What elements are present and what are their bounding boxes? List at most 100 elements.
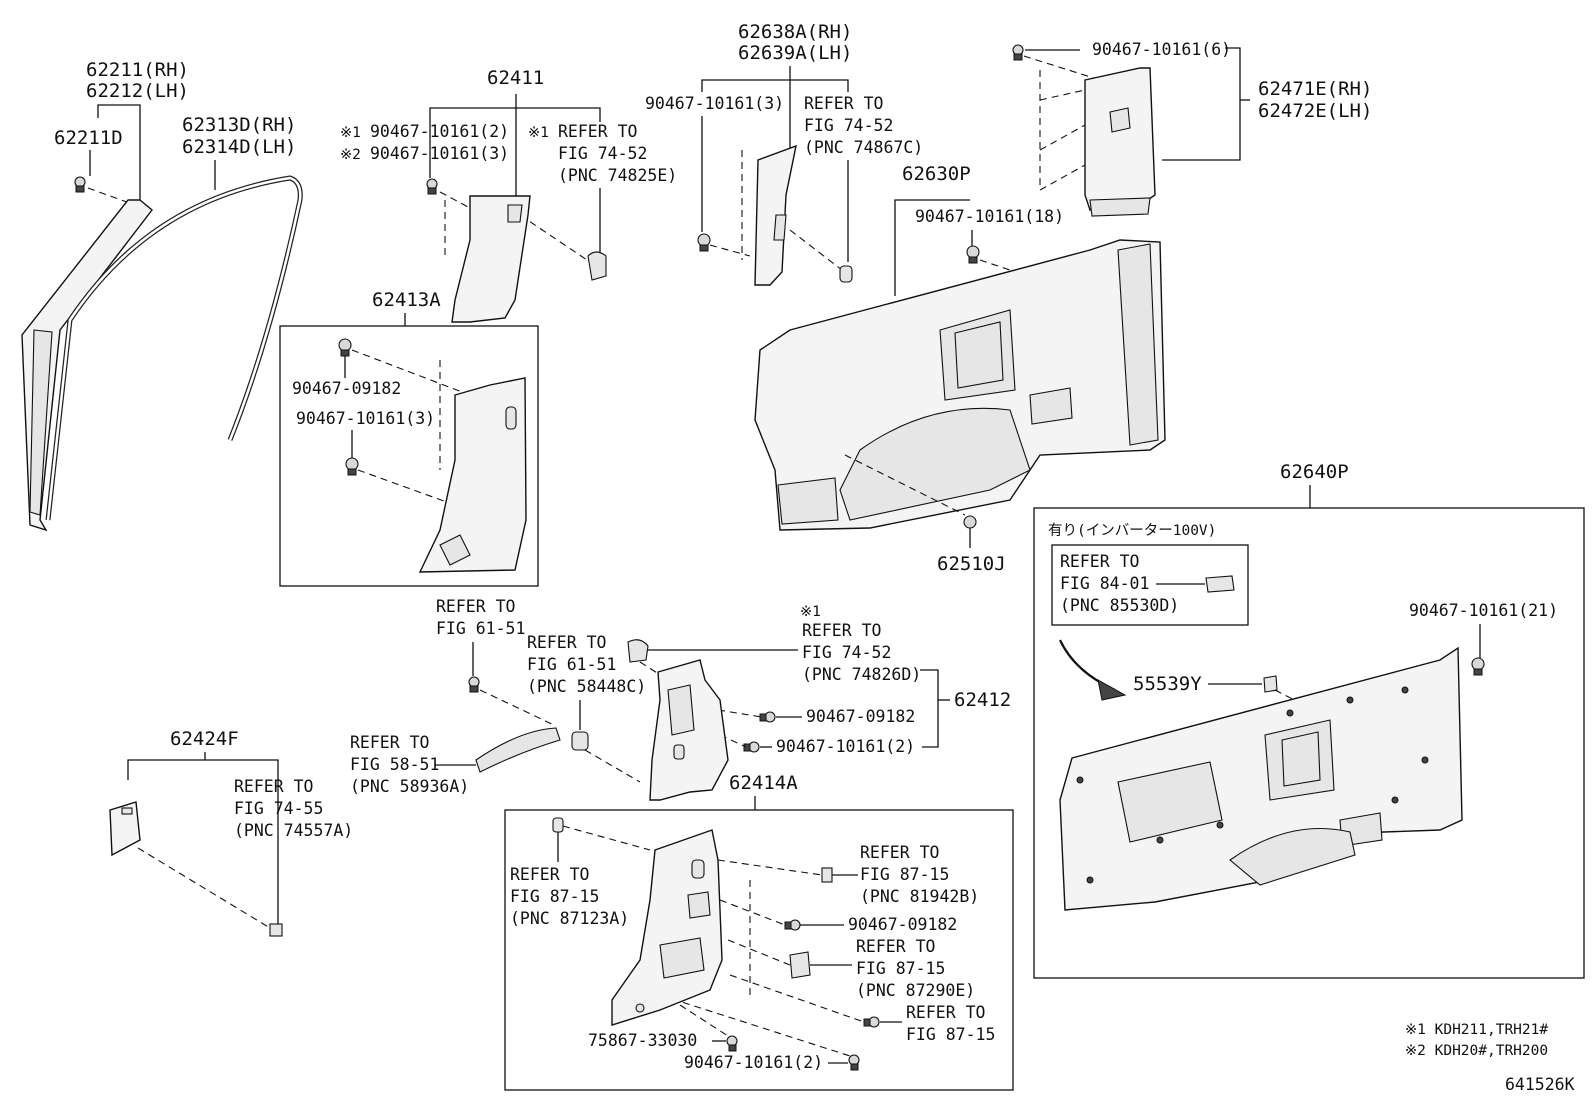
ref-62638-line3: (PNC 74867C) xyxy=(804,138,923,157)
label-62412: 62412 xyxy=(954,689,1011,711)
inverter-housing xyxy=(1117,761,1223,843)
roof-side-garnish-slot xyxy=(773,214,787,241)
footnote-1: ※1 KDH211,TRH21# xyxy=(1405,1022,1548,1038)
push-clip-icon xyxy=(726,1035,738,1052)
cowl-side-trim xyxy=(109,801,141,857)
push-clip-icon xyxy=(759,711,776,723)
label-62211d: 62211D xyxy=(54,127,123,149)
center-pillar-lower-slot xyxy=(505,406,517,430)
ref-61b-line3: (PNC 58448C) xyxy=(527,677,646,696)
ref-61a-line1: REFER TO xyxy=(436,597,515,616)
center-pillar-upper-group: 62411 ※1 90467-10161(2) ※2 90467-10161(3… xyxy=(340,67,677,323)
bushing-58448c xyxy=(571,731,589,751)
figure-code: 641526K xyxy=(1505,1075,1575,1094)
center-pillar-lower-garnish xyxy=(418,377,527,573)
note-mark-1: ※1 xyxy=(340,125,361,141)
rear-pillar-garnish-pocket xyxy=(659,937,705,979)
bracket-62471e xyxy=(1162,47,1241,161)
center-pillar-lower-step xyxy=(439,534,471,566)
quarter-trim-panel-side xyxy=(1117,243,1159,446)
ref-87b-line2: FIG 87-15 xyxy=(860,865,949,884)
a-pillar-garnish-edge xyxy=(29,329,53,516)
dash-62471-clip xyxy=(1023,55,1101,81)
leader-62211 xyxy=(97,104,141,200)
bracket-62412 xyxy=(920,669,939,748)
ref-62638-line2: FIG 74-52 xyxy=(804,116,893,135)
ref-87d-line2: FIG 87-15 xyxy=(906,1025,995,1044)
bracket-62411 xyxy=(429,107,601,122)
push-clip-icon xyxy=(426,178,438,195)
clip-74557a xyxy=(269,923,283,937)
label-62510j: 62510J xyxy=(937,553,1006,575)
ref-62638-line1: REFER TO xyxy=(804,94,883,113)
dash-62411-clip xyxy=(439,191,471,209)
seatbelt-cover-74867c xyxy=(839,265,853,283)
push-clip-icon xyxy=(966,245,980,264)
inverter-panel-window-inner xyxy=(1281,731,1321,787)
door-weatherstrip-inner xyxy=(46,176,302,521)
leader-62630p xyxy=(894,199,970,296)
quarter-trim-panel-inverter-group: 62640P 有り(インバーター100V) REFER TO FIG 84-01… xyxy=(1033,461,1585,979)
assist-grip-58936a xyxy=(475,727,561,773)
ref-87b-line1: REFER TO xyxy=(860,843,939,862)
push-clip-icon xyxy=(743,741,760,753)
cover-55539y xyxy=(1263,675,1278,693)
ref-mark-62411: ※1 xyxy=(528,125,549,141)
trim-hole xyxy=(1086,876,1094,884)
quarter-trim-panel-grille xyxy=(777,477,839,525)
back-door-garnish-group: 90467-10161(6) 62471E(RH) 62472E(LH) xyxy=(1012,40,1372,217)
rear-pillar-garnish-group: 62414A REFER TO FIG 87-15 (PNC 87123A) R… xyxy=(504,772,1014,1091)
label-62411: 62411 xyxy=(487,67,544,89)
label-75867: 75867-33030 xyxy=(588,1031,697,1050)
dash-55539y xyxy=(1274,689,1311,709)
label-62412-clip2: 90467-10161(2) xyxy=(776,737,915,756)
quarter-trim-panel-wheelhouse xyxy=(839,407,1031,521)
label-62638a: 62638A(RH) xyxy=(738,21,852,43)
dash-62510j xyxy=(844,454,966,516)
bolt-icon xyxy=(468,676,480,693)
label-62471e: 62471E(RH) xyxy=(1258,78,1372,100)
center-pillar-upper-garnish xyxy=(451,195,531,323)
box-inverter-ref xyxy=(1051,544,1249,626)
push-clip-icon xyxy=(74,176,86,193)
trim-hole xyxy=(1216,821,1224,829)
ref-87c-line2: FIG 87-15 xyxy=(856,959,945,978)
cowl-side-trim-tab xyxy=(121,807,133,815)
ref-74-line3: (PNC 74826D) xyxy=(802,665,921,684)
dash-62414-clip1 xyxy=(719,899,786,926)
curved-arrow-icon xyxy=(1059,639,1116,692)
ref-58-line2: FIG 58-51 xyxy=(350,755,439,774)
dash-ref-87b xyxy=(717,859,823,876)
ref-62424-line3: (PNC 74557A) xyxy=(234,821,353,840)
dash-62414-clip2 xyxy=(659,994,851,1057)
label-62414-clip1: 90467-09182 xyxy=(848,915,957,934)
dash-ref-87a xyxy=(562,825,651,851)
inverter-panel-wheelhouse xyxy=(1229,827,1356,886)
ref-87c-line1: REFER TO xyxy=(856,937,935,956)
ref-87d-line1: REFER TO xyxy=(906,1003,985,1022)
center-pillar-upper-slot xyxy=(507,204,523,223)
dash-62471-c xyxy=(1039,164,1086,191)
label-62412-clip1: 90467-09182 xyxy=(806,707,915,726)
trim-hole xyxy=(1076,776,1084,784)
rear-pillar-garnish-hole xyxy=(635,1003,645,1013)
ref-74-line2: FIG 74-52 xyxy=(802,643,891,662)
ref-62640-line3: (PNC 85530D) xyxy=(1060,596,1179,615)
ref-87b-line3: (PNC 81942B) xyxy=(860,887,979,906)
dash-62424 xyxy=(137,847,271,929)
ref-61b-line1: REFER TO xyxy=(527,633,606,652)
dash-62412-clip1 xyxy=(717,709,763,718)
dash-ref-87c xyxy=(727,939,791,966)
center-pillar-lower-group: 62413A 90467-09182 90467-10161(3) xyxy=(279,289,539,587)
label-62630-clip: 90467-10161(18) xyxy=(915,207,1064,226)
ref-58-line1: REFER TO xyxy=(350,733,429,752)
inverter-outlet-icon xyxy=(1205,575,1235,593)
curved-arrow-head xyxy=(1097,679,1127,701)
lamp-81942b xyxy=(821,867,833,883)
label-62638-clip: 90467-10161(3) xyxy=(645,94,784,113)
cowl-side-trim-group: 62424F REFER TO FIG 74-55 (PNC 74557A) xyxy=(109,728,353,937)
ref-74-mark: ※1 xyxy=(800,604,821,620)
center-pillar-lower-garnish-62412-panel xyxy=(667,684,695,736)
plug-87123a xyxy=(552,817,564,833)
